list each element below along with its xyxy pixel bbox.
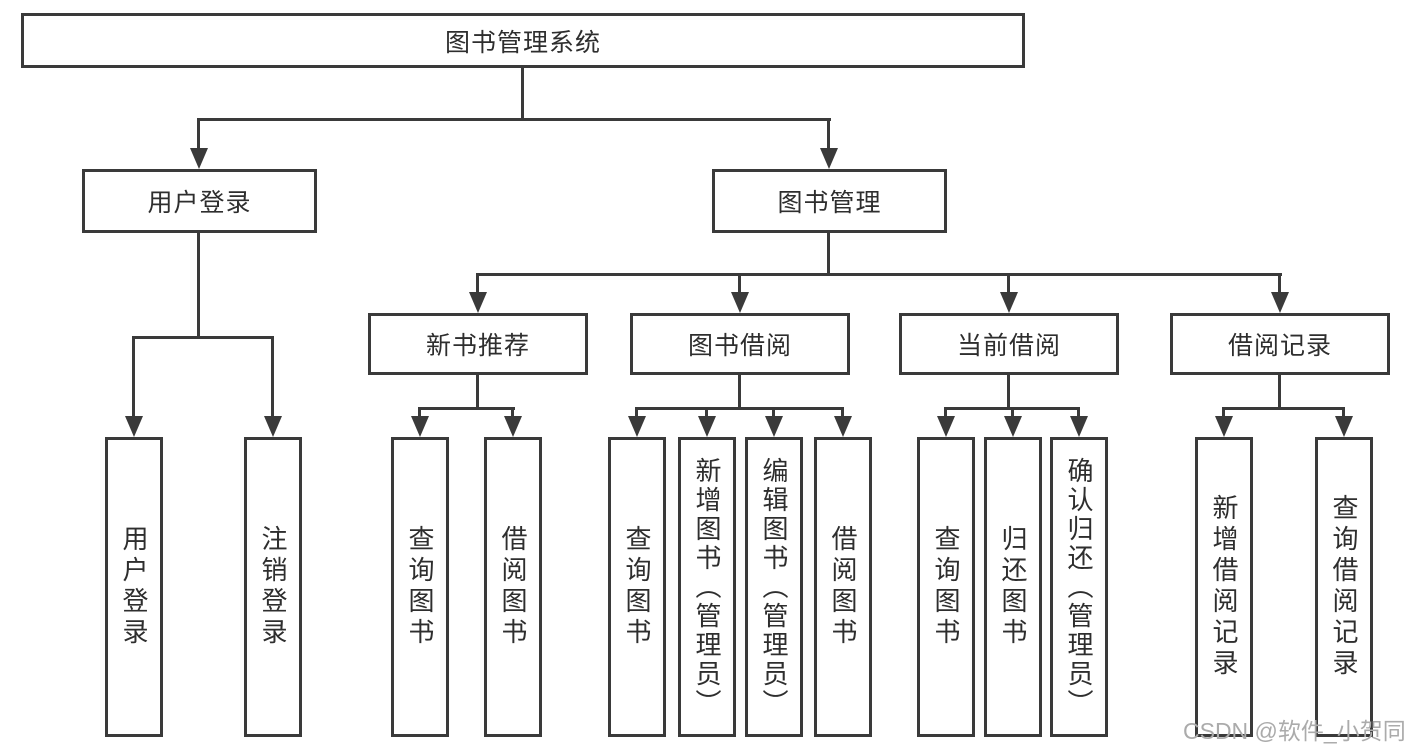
connector-drop-user-login (197, 118, 200, 151)
connector-drop-book-borrow (738, 273, 741, 294)
arrowhead-nb-query (411, 416, 429, 437)
connector-drop-cb-confirm (1077, 407, 1080, 419)
connector-root-stem (521, 68, 524, 118)
arrowhead-bb-add (698, 416, 716, 437)
connector-drop-new-book-recommend (476, 273, 479, 294)
leaf-bb-add-book-admin: 新增图书（管理员） (678, 437, 736, 737)
node-library-management-system: 图书管理系统 (21, 13, 1025, 68)
connector-user-login-stem (197, 233, 200, 336)
leaf-nb-borrow-book: 借阅图书 (484, 437, 542, 737)
connector-drop-book-management (827, 118, 830, 151)
leaf-logout-login: 注销登录 (244, 437, 302, 737)
arrowhead-leaf-user-login (125, 416, 143, 437)
arrowhead-cb-query (937, 416, 955, 437)
connector-drop-bb-edit (772, 407, 775, 419)
connector-drop-cb-return (1011, 407, 1014, 419)
arrowhead-current-borrow (1000, 292, 1018, 313)
connector-bb-stem (738, 375, 741, 407)
csdn-watermark: CSDN @软件_小贺同学 (1183, 718, 1405, 744)
arrowhead-bb-borrow (834, 416, 852, 437)
leaf-cb-return-book: 归还图书 (984, 437, 1042, 737)
connector-drop-bb-borrow (841, 407, 844, 419)
arrowhead-book-management (820, 148, 838, 169)
connector-nb-branch (418, 407, 515, 410)
connector-drop-bb-query (635, 407, 638, 419)
connector-drop-nb-borrow (511, 407, 514, 419)
connector-drop-br-add (1222, 407, 1225, 419)
node-new-book-recommend: 新书推荐 (368, 313, 588, 375)
leaf-cb-confirm-return-admin: 确认归还（管理员） (1050, 437, 1108, 737)
connector-nb-stem (476, 375, 479, 407)
node-current-borrow: 当前借阅 (899, 313, 1119, 375)
arrowhead-cb-return (1004, 416, 1022, 437)
connector-drop-bb-add (705, 407, 708, 419)
node-borrow-records: 借阅记录 (1170, 313, 1390, 375)
leaf-cb-query-book: 查询图书 (917, 437, 975, 737)
leaf-bb-edit-book-admin: 编辑图书（管理员） (745, 437, 803, 737)
connector-drop-cb-query (944, 407, 947, 419)
connector-bb-branch (635, 407, 844, 410)
connector-drop-br-query (1342, 407, 1345, 419)
connector-user-login-branch (132, 336, 274, 339)
leaf-br-add-record: 新增借阅记录 (1195, 437, 1253, 737)
connector-br-stem (1278, 375, 1281, 407)
arrowhead-new-book-recommend (469, 292, 487, 313)
arrowhead-bb-edit (765, 416, 783, 437)
arrowhead-bb-query (628, 416, 646, 437)
connector-drop-nb-query (418, 407, 421, 419)
node-book-borrow: 图书借阅 (630, 313, 850, 375)
arrowhead-br-query (1335, 416, 1353, 437)
arrowhead-borrow-records (1271, 292, 1289, 313)
leaf-br-query-record: 查询借阅记录 (1315, 437, 1373, 737)
connector-drop-current-borrow (1007, 273, 1010, 294)
connector-book-management-stem (827, 233, 830, 273)
leaf-bb-query-book: 查询图书 (608, 437, 666, 737)
leaf-nb-query-book: 查询图书 (391, 437, 449, 737)
arrowhead-book-borrow (731, 292, 749, 313)
connector-drop-borrow-records (1278, 273, 1281, 294)
connector-br-branch (1222, 407, 1345, 410)
arrowhead-cb-confirm (1070, 416, 1088, 437)
node-book-management: 图书管理 (712, 169, 947, 233)
leaf-bb-borrow-book: 借阅图书 (814, 437, 872, 737)
arrowhead-br-add (1215, 416, 1233, 437)
connector-root-branch (198, 118, 831, 121)
connector-drop-leaf-logout (271, 336, 274, 418)
arrowhead-leaf-logout (264, 416, 282, 437)
leaf-user-login: 用户登录 (105, 437, 163, 737)
node-user-login: 用户登录 (82, 169, 317, 233)
connector-book-management-branch (476, 273, 1282, 276)
connector-cb-stem (1007, 375, 1010, 407)
arrowhead-user-login (190, 148, 208, 169)
connector-drop-leaf-user-login (132, 336, 135, 418)
arrowhead-nb-borrow (504, 416, 522, 437)
